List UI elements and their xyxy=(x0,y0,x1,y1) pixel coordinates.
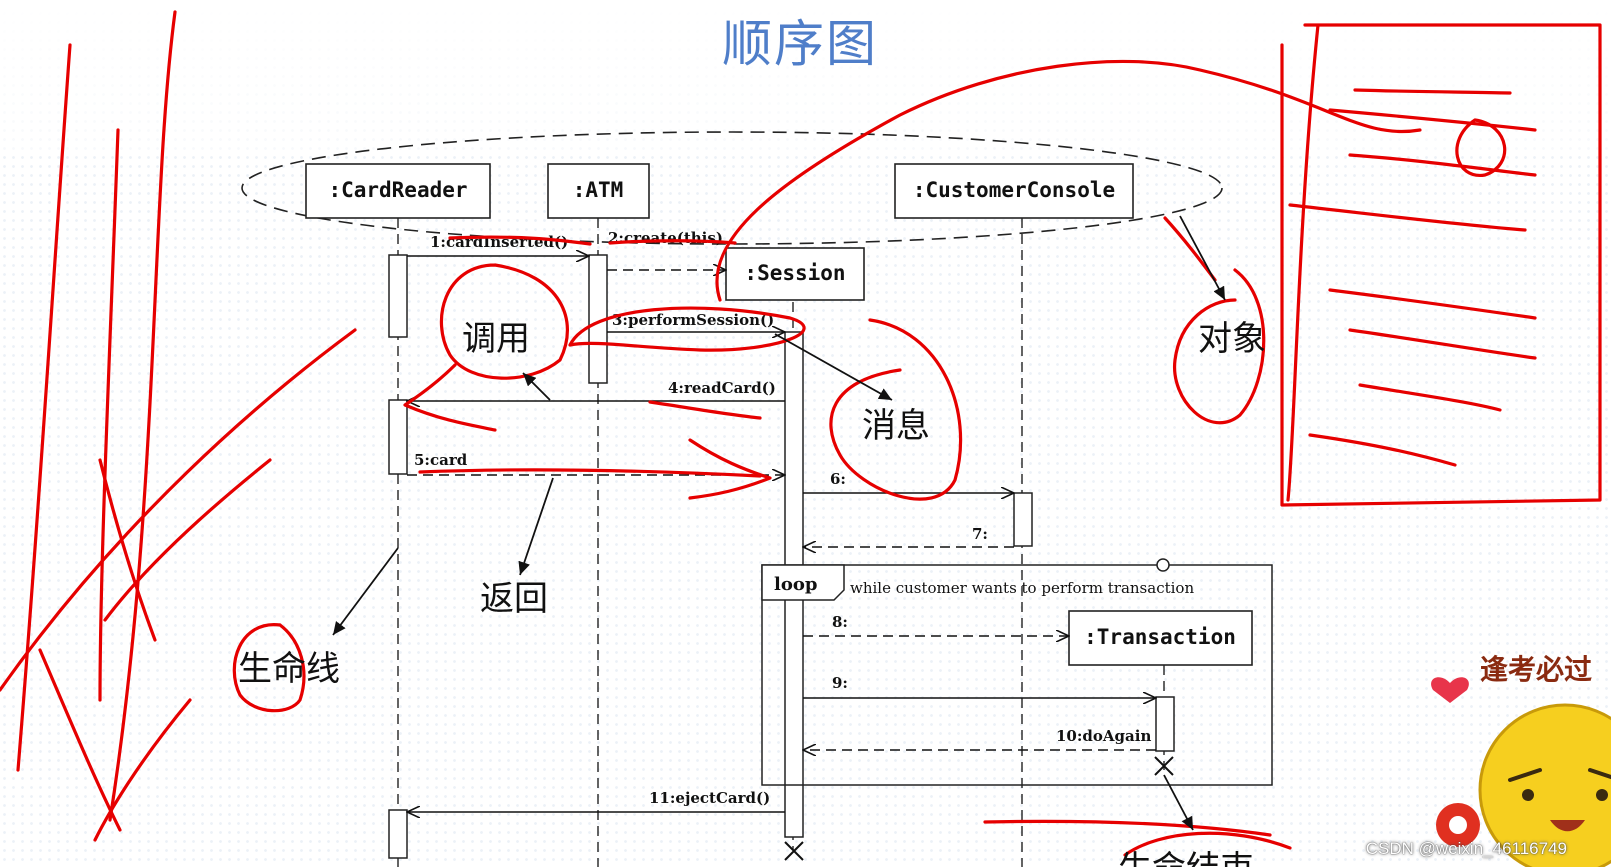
object-label-session: :Session xyxy=(744,261,845,285)
pointer-call xyxy=(522,372,551,401)
object-box-atm xyxy=(547,163,650,219)
object-label-console: :CustomerConsole xyxy=(913,178,1115,202)
brand-text: 逢考必过 xyxy=(1480,653,1593,686)
pointer-end xyxy=(1163,774,1194,831)
msg-label-2: 2:create(this) xyxy=(608,229,723,247)
destroy-mark-transaction xyxy=(1154,756,1174,776)
ink-stroke-left-3 xyxy=(98,128,120,702)
ink-right-line-1 xyxy=(1353,88,1512,95)
ink-underline-end xyxy=(983,819,1272,837)
loop-guard: while customer wants to perform transact… xyxy=(850,579,1194,597)
ink-right-line-2 xyxy=(1328,108,1537,132)
ink-arrow-readcard xyxy=(648,400,762,420)
ink-stroke-left-1 xyxy=(16,43,72,772)
ink-underline-1 xyxy=(448,235,592,246)
page-title: 顺序图 xyxy=(722,15,878,73)
ink-arrow-call xyxy=(403,363,497,432)
ink-right-line-7 xyxy=(1358,383,1502,412)
ink-curve-end xyxy=(1123,831,1292,857)
ink-right-line-3 xyxy=(1348,153,1537,177)
msg-label-10: 10:doAgain xyxy=(1056,727,1151,745)
ink-stroke-left-5 xyxy=(38,648,122,832)
ink-right-line-6 xyxy=(1348,328,1537,360)
activation-cardreader-3 xyxy=(388,809,408,859)
ink-right-line-4 xyxy=(1288,203,1527,232)
activation-console xyxy=(1013,492,1033,547)
loop-frame xyxy=(761,564,1273,786)
object-label-atm: :ATM xyxy=(573,178,624,202)
ink-stroke-left-6 xyxy=(98,458,157,642)
ink-circle-session xyxy=(715,59,1422,302)
ink-box-right xyxy=(1280,23,1602,507)
ink-circle-message xyxy=(829,318,963,501)
ink-stroke-left-8 xyxy=(93,698,192,842)
msg-label-5: 5:card xyxy=(414,451,468,469)
ink-circle-lifeline xyxy=(232,623,306,713)
msg-label-8: 8: xyxy=(832,613,848,631)
ink-right-line-5 xyxy=(1328,288,1537,320)
msg-label-6: 6: xyxy=(830,470,846,488)
loop-keyword: loop xyxy=(774,574,817,595)
ink-right-line-8 xyxy=(1308,433,1457,467)
object-box-transaction xyxy=(1068,610,1253,666)
mascot-image xyxy=(1431,677,1611,867)
activation-cardreader-1 xyxy=(388,254,408,338)
msg-label-9: 9: xyxy=(832,674,848,692)
object-box-cardreader xyxy=(305,163,491,219)
ink-stroke-object xyxy=(1163,216,1217,282)
heart-icon xyxy=(1431,677,1469,703)
ink-arrow-card xyxy=(688,438,772,500)
ink-stroke-left-2 xyxy=(108,10,177,822)
ink-underline-card xyxy=(418,468,762,478)
pointer-lifeline xyxy=(332,547,399,636)
ink-stroke-left-4 xyxy=(0,328,357,692)
annotation-lifeline: 生命线 xyxy=(238,649,340,689)
ink-underline-2 xyxy=(608,239,737,245)
object-label-transaction: :Transaction xyxy=(1084,625,1236,649)
pointer-return xyxy=(518,477,554,576)
ink-circle-call xyxy=(439,263,569,380)
activation-transaction xyxy=(1155,696,1175,752)
ink-circle-perform xyxy=(568,306,806,352)
annotation-message: 消息 xyxy=(862,406,930,446)
destroy-mark-session xyxy=(784,841,804,861)
activation-cardreader-2 xyxy=(388,399,408,475)
msg-label-3: 3:performSession() xyxy=(612,311,774,329)
annotation-object: 对象 xyxy=(1198,319,1266,359)
object-box-console xyxy=(894,163,1134,219)
object-label-cardreader: :CardReader xyxy=(328,178,467,202)
objects-ellipse xyxy=(241,131,1223,245)
loop-tab xyxy=(761,564,845,601)
annotation-end: 生命结束 xyxy=(1118,849,1254,867)
annotation-call: 调用 xyxy=(462,319,530,359)
loop-guard-marker xyxy=(1156,558,1170,572)
ink-small-circle xyxy=(1455,118,1507,177)
pointer-message xyxy=(774,333,893,401)
ink-stroke-left-7 xyxy=(103,458,272,622)
msg-label-11: 11:ejectCard() xyxy=(649,789,770,807)
msg-label-4: 4:readCard() xyxy=(668,379,776,397)
annotation-return: 返回 xyxy=(480,579,548,619)
watermark: CSDN @weixin_46116749 xyxy=(1365,839,1567,858)
msg-label-7: 7: xyxy=(972,525,988,543)
pointer-object xyxy=(1179,215,1226,301)
ink-circle-object xyxy=(1173,268,1266,425)
